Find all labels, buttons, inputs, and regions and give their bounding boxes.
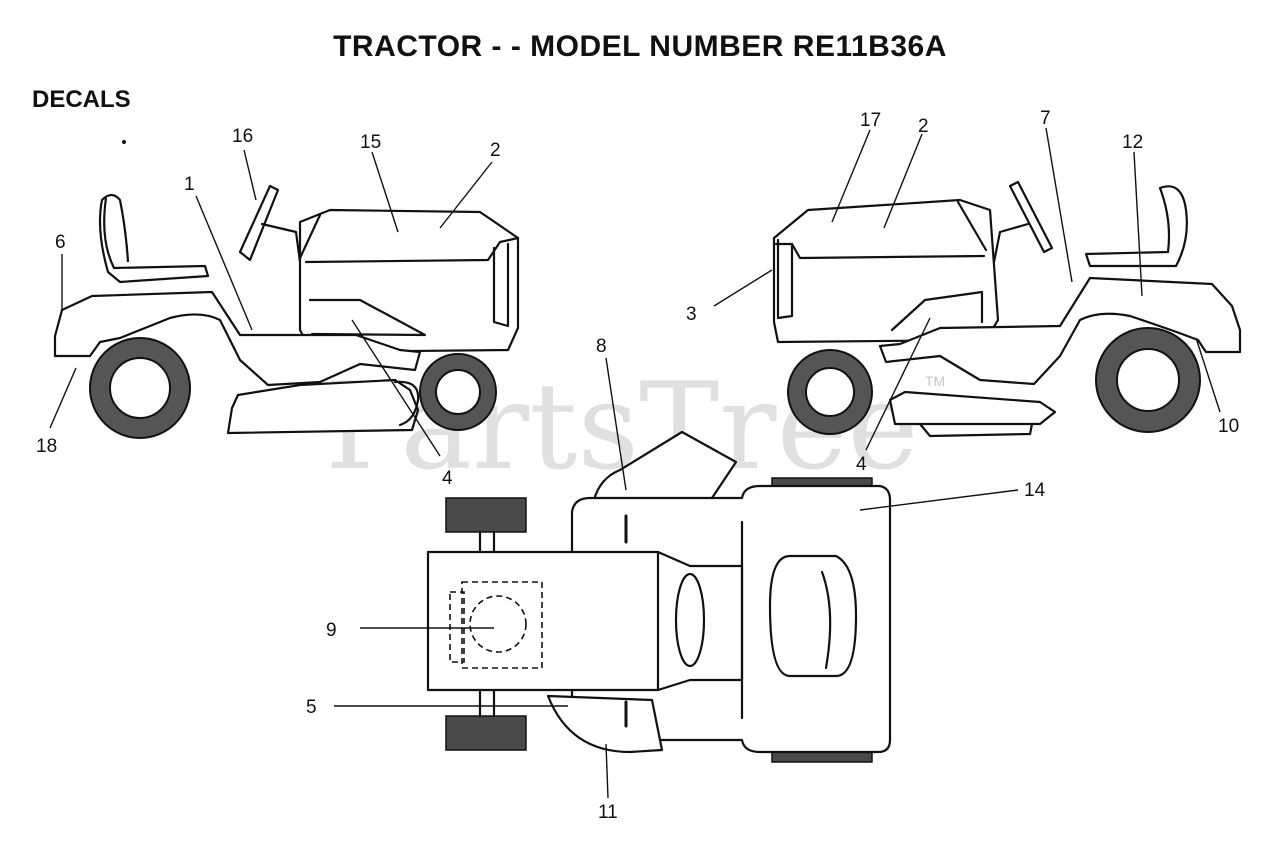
hood-right <box>772 198 1000 344</box>
front-rim-left <box>435 369 481 415</box>
hood-front-edge <box>298 213 322 260</box>
steering-wheel-top <box>592 430 738 502</box>
callout-14: 14 <box>1024 480 1046 501</box>
engine-decal-circle <box>469 595 527 653</box>
tractor-top-view <box>334 357 1019 799</box>
leader-12 <box>1133 151 1143 297</box>
grille-right <box>776 238 794 320</box>
callout-11: 11 <box>598 802 618 823</box>
hood-line-right <box>774 242 986 260</box>
leader-18 <box>49 367 77 429</box>
lower-fender-curve <box>546 694 664 754</box>
callout-17: 17 <box>860 110 881 131</box>
section-label: DECALS <box>32 86 131 113</box>
deck-chute <box>393 380 420 427</box>
callout-4-left: 4 <box>442 468 453 489</box>
hood-side-panel-right <box>890 290 984 332</box>
engine-decal-tab <box>449 591 465 663</box>
seat-right <box>1084 185 1188 268</box>
callout-18: 18 <box>36 436 57 457</box>
callout-12: 12 <box>1122 132 1143 153</box>
tractor-left-side-view <box>49 149 520 457</box>
seat-edge <box>820 570 832 670</box>
leader-2b <box>883 133 923 229</box>
hood-rear-edge-right <box>956 200 988 252</box>
leader-4a <box>351 319 441 457</box>
callout-numbers: 6 18 1 16 15 2 4 3 17 2 7 12 10 4 8 14 9… <box>36 108 1239 823</box>
callout-10: 10 <box>1218 416 1239 437</box>
front-tire-top-upper <box>445 497 527 533</box>
callout-9: 9 <box>326 620 337 641</box>
seat-top <box>768 554 858 678</box>
mower-deck-right <box>888 390 1057 426</box>
page-title: TRACTOR - - MODEL NUMBER RE11B36A <box>333 30 947 63</box>
seat <box>98 193 210 284</box>
fender <box>53 290 422 387</box>
callout-2-left: 2 <box>490 140 501 161</box>
watermark-tm: TM <box>925 373 945 389</box>
leader-3 <box>713 269 773 307</box>
callout-8: 8 <box>596 336 607 357</box>
leader-10 <box>1195 337 1221 413</box>
leader-1 <box>195 195 253 331</box>
grille <box>492 242 510 328</box>
callout-4-right: 4 <box>856 454 867 475</box>
tractor-right-side-view <box>713 127 1242 451</box>
callout-5: 5 <box>306 697 317 718</box>
stray-dot <box>122 140 126 144</box>
leader-4b <box>865 317 931 451</box>
deck-bottom-right <box>918 422 1034 438</box>
steering-column <box>260 222 302 264</box>
leader-2a <box>439 161 493 229</box>
callout-7: 7 <box>1040 108 1051 129</box>
leader-8 <box>605 357 627 491</box>
hood-top <box>426 550 744 692</box>
callout-6: 6 <box>55 232 66 253</box>
leader-11 <box>605 743 609 799</box>
callout-16: 16 <box>232 126 253 147</box>
leader-7 <box>1045 127 1073 283</box>
callout-3: 3 <box>686 304 697 325</box>
steering-column-right <box>992 222 1030 264</box>
steering-wheel-right <box>1008 180 1054 254</box>
callout-15: 15 <box>360 132 381 153</box>
callout-2-right: 2 <box>918 116 929 137</box>
rear-rim-right <box>1116 348 1180 412</box>
rear-rim-left <box>109 357 171 419</box>
callout-1: 1 <box>184 174 195 195</box>
fender-right <box>878 276 1242 386</box>
leader-17 <box>831 129 871 223</box>
leader-14 <box>859 489 1019 511</box>
dash-ellipse <box>674 572 706 668</box>
hood-side-panel <box>308 298 427 337</box>
steering-wheel <box>238 184 280 262</box>
hood <box>298 208 520 354</box>
leader-15 <box>371 151 399 233</box>
engine-decal-outline <box>461 581 543 669</box>
leader-16 <box>243 149 257 201</box>
mower-deck <box>226 378 420 435</box>
front-tire-top-lower <box>445 715 527 751</box>
front-rim-right <box>805 367 855 417</box>
